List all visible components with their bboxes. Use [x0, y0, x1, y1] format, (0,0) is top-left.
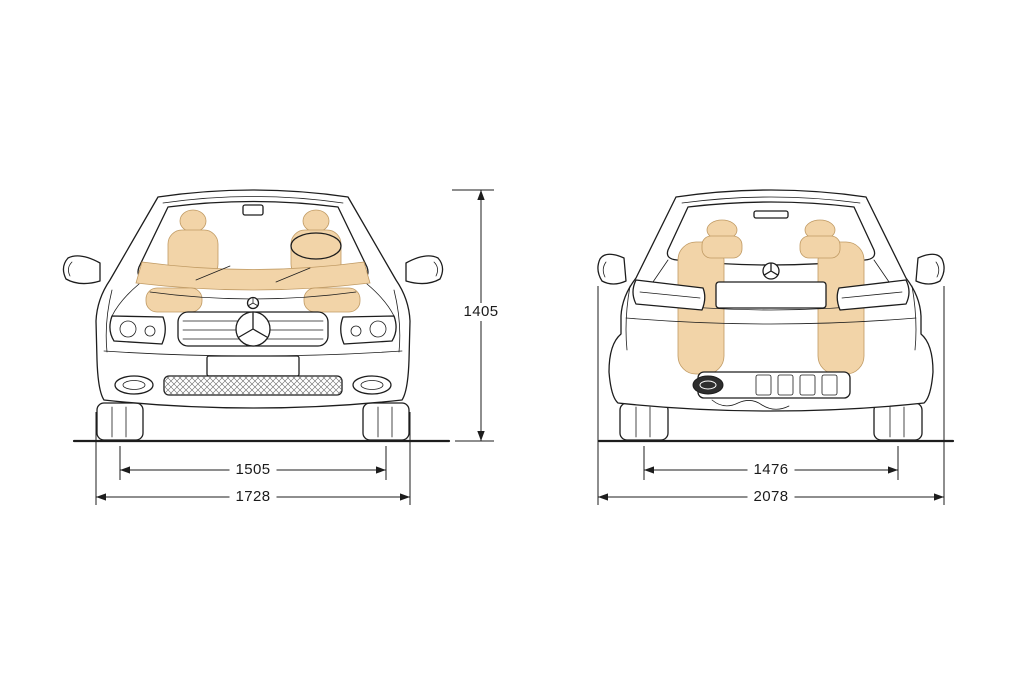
steering-wheel — [290, 232, 342, 260]
exhaust-tip — [692, 375, 724, 395]
rear-bumper-crease — [625, 317, 917, 325]
rear-panel-seams — [625, 285, 917, 351]
trailer-wiring — [711, 399, 790, 410]
third-brake-light — [753, 210, 789, 219]
front-left-tire — [96, 402, 144, 441]
rear-track-dimension-label: 1476 — [747, 461, 795, 479]
front-overall-width-dimension-label: 1728 — [229, 488, 277, 506]
rear-view-drawing — [597, 189, 955, 443]
interior-rearview-mirror — [242, 204, 264, 216]
front-height-dimension-label: 1405 — [457, 303, 505, 321]
front-side-airbag-highlights — [145, 287, 361, 313]
rear-left-mirror — [597, 253, 627, 285]
front-panel-seams — [105, 289, 401, 353]
rear-diffuser — [697, 371, 851, 399]
front-track-dimension — [119, 446, 387, 480]
hood-badge — [246, 296, 260, 310]
front-roof-trim-line — [162, 196, 344, 204]
front-license-plate — [206, 355, 300, 377]
front-right-mirror — [405, 255, 444, 285]
rear-left-taillight — [632, 279, 706, 311]
rear-right-taillight — [836, 279, 910, 311]
front-airbag-highlight — [135, 261, 371, 291]
rear-license-plate — [715, 281, 827, 309]
front-left-mirror — [62, 255, 101, 285]
rear-right-tire — [873, 402, 923, 441]
front-right-headlight — [340, 315, 397, 345]
wipers — [195, 265, 311, 283]
rear-roof-trim-line — [681, 196, 861, 204]
rear-seats-highlight — [701, 219, 841, 259]
front-left-headlight — [109, 315, 166, 345]
front-view-drawing — [62, 189, 451, 443]
rear-left-tire — [619, 402, 669, 441]
front-fog-lamps — [114, 375, 392, 395]
mercedes-star-icon — [235, 311, 271, 347]
front-track-dimension-label: 1505 — [229, 461, 277, 479]
rear-overall-width-dimension-label: 2078 — [747, 488, 795, 506]
mercedes-star-icon — [762, 262, 780, 280]
front-lower-intake — [163, 375, 343, 396]
rear-right-mirror — [915, 253, 945, 285]
front-right-tire — [362, 402, 410, 441]
